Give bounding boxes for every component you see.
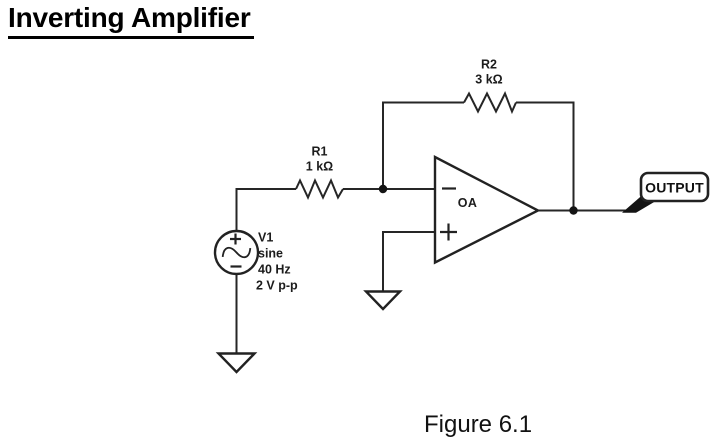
ground-symbol-opamp-input [363, 290, 403, 311]
plus-polarity-icon [230, 233, 241, 245]
page-title: Inverting Amplifier [8, 2, 254, 39]
wires [235, 101, 631, 354]
noninverting-input-wire [382, 231, 435, 292]
r2-designator-label: R2 [481, 58, 497, 72]
noninverting-input-plus-icon [440, 223, 457, 241]
output-flag-label: OUTPUT [645, 180, 704, 196]
feedback-wire-right [516, 101, 575, 211]
opamp-triangle-symbol [433, 155, 541, 265]
resistor-r2: R2 3 kΩ [463, 58, 517, 115]
r1-value-label: 1 kΩ [306, 160, 333, 174]
v1-designator-label: V1 [258, 231, 273, 245]
v1-waveform-label: sine [258, 247, 283, 261]
v1-amplitude-label: 2 V p-p [256, 279, 298, 293]
voltage-source-v1: V1 sine 40 Hz 2 V p-p [213, 229, 298, 293]
source-to-r1-wire [235, 188, 296, 232]
output-flag: OUTPUT [622, 171, 710, 213]
r2-value-label: 3 kΩ [475, 73, 502, 87]
inverting-node-junction-dot [378, 184, 388, 194]
feedback-wire-left [382, 101, 464, 189]
output-flag-box [639, 171, 710, 203]
resistor-r1-symbol [295, 178, 344, 200]
sine-wave-icon [221, 246, 252, 259]
opamp-designator-label: OA [458, 196, 478, 210]
ground-symbol-source [215, 352, 258, 374]
opamp: OA [433, 155, 541, 265]
resistor-r2-symbol [463, 91, 517, 115]
r1-designator-label: R1 [312, 145, 328, 159]
v1-frequency-label: 40 Hz [258, 263, 291, 277]
output-node-junction-dot [569, 206, 578, 215]
figure-caption: Figure 6.1 [424, 411, 533, 438]
resistor-r1: R1 1 kΩ [295, 145, 344, 200]
